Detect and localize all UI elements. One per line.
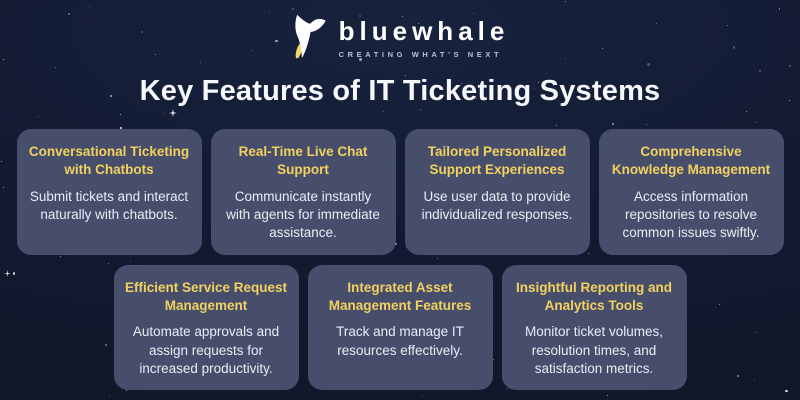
feature-card-service-request: Efficient Service Request Management Aut… — [113, 264, 299, 391]
feature-description: Use user data to provide individualized … — [421, 188, 573, 222]
brand-tagline: CREATING WHAT'S NEXT — [338, 49, 503, 59]
feature-title: Efficient Service Request Management — [124, 279, 288, 313]
feature-description: Submit tickets and interact naturally wi… — [29, 188, 189, 222]
feature-card-live-chat: Real-Time Live Chat Support Communicate … — [210, 129, 396, 255]
feature-card-reporting-analytics: Insightful Reporting and Analytics Tools… — [501, 264, 687, 391]
feature-description: Automate approvals and assign requests f… — [132, 324, 280, 377]
feature-title: Comprehensive Knowledge Management — [611, 144, 771, 177]
feature-title: Integrated Asset Management Features — [328, 279, 472, 313]
feature-description: Track and manage IT resources effectivel… — [336, 324, 464, 358]
feature-card-asset-management: Integrated Asset Management Features Tra… — [307, 264, 493, 391]
feature-card-personalized-support: Tailored Personalized Support Experience… — [404, 129, 590, 255]
feature-description: Access information repositories to resol… — [622, 188, 760, 241]
feature-title: Insightful Reporting and Analytics Tools — [516, 279, 672, 313]
feature-title: Conversational Ticketing with Chatbots — [28, 144, 190, 177]
feature-card-conversational-ticketing: Conversational Ticketing with Chatbots S… — [16, 129, 202, 255]
feature-title: Tailored Personalized Support Experience… — [427, 144, 567, 177]
feature-description: Monitor ticket volumes, resolution times… — [524, 324, 664, 377]
features-row-1: Conversational Ticketing with Chatbots S… — [0, 129, 800, 255]
features-row-2: Efficient Service Request Management Aut… — [0, 264, 800, 391]
feature-description: Communicate instantly with agents for im… — [226, 188, 380, 241]
feature-card-knowledge-management: Comprehensive Knowledge Management Acces… — [598, 129, 784, 255]
brand-header: bluewhale CREATING WHAT'S NEXT — [0, 0, 800, 63]
brand-text-block: bluewhale CREATING WHAT'S NEXT — [339, 18, 510, 59]
whale-tail-icon — [295, 14, 326, 59]
brand-name: bluewhale — [338, 15, 510, 46]
page-title: Key Features of IT Ticketing Systems — [139, 75, 661, 107]
feature-title: Real-Time Live Chat Support — [238, 144, 368, 177]
